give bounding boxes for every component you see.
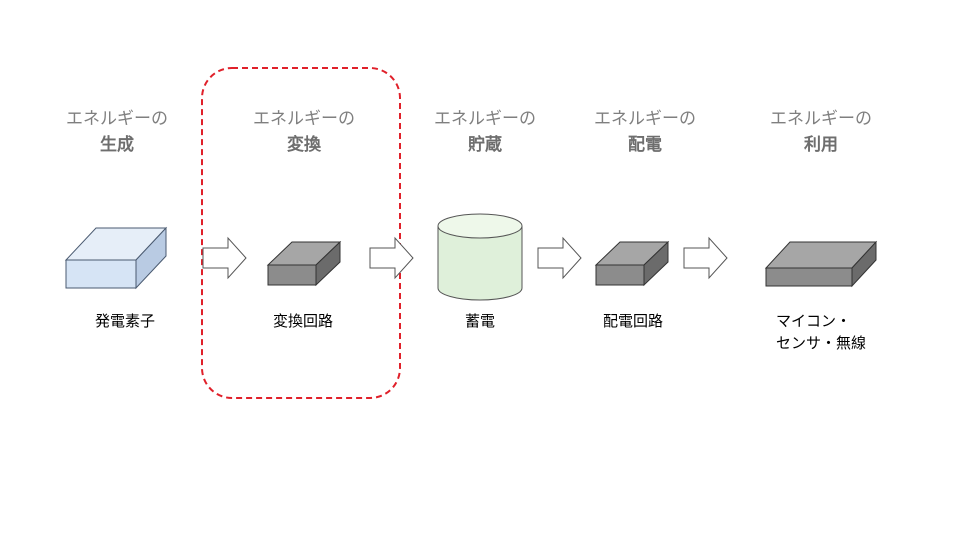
stage-title-distribution: エネルギーの 配電	[565, 106, 725, 158]
stage-prefix: エネルギーの	[594, 109, 696, 129]
stage-title-conversion: エネルギーの 変換	[224, 106, 384, 158]
stage-title-generation: エネルギーの 生成	[37, 106, 197, 158]
arrow-2	[369, 236, 414, 280]
stage-name: 貯蔵	[468, 135, 502, 155]
stage-title-storage: エネルギーの 貯蔵	[405, 106, 565, 158]
stage-prefix: エネルギーの	[770, 109, 872, 129]
arrow-1	[202, 236, 247, 280]
stage-prefix: エネルギーの	[253, 109, 355, 129]
conversion-box	[266, 240, 342, 287]
stage-name: 生成	[100, 135, 134, 155]
component-label-usage-line2: センサ・無線	[776, 334, 867, 352]
stage-title-usage: エネルギーの 利用	[741, 106, 901, 158]
generation-box	[64, 226, 168, 290]
stage-prefix: エネルギーの	[434, 109, 536, 129]
stage-prefix: エネルギーの	[66, 109, 168, 129]
distribution-box	[594, 240, 670, 287]
component-label-distribution: 配電回路	[602, 312, 663, 330]
component-label-generation: 発電素子	[94, 312, 155, 330]
highlight-frame	[201, 67, 401, 399]
component-label-usage-line1: マイコン・	[776, 312, 852, 330]
arrow-4	[683, 236, 728, 280]
stage-name: 変換	[287, 135, 321, 155]
arrow-3	[537, 236, 582, 280]
component-label-conversion: 変換回路	[272, 312, 333, 330]
stage-name: 配電	[628, 135, 662, 155]
storage-cylinder	[437, 213, 523, 301]
component-label-storage: 蓄電	[464, 312, 495, 330]
stage-name: 利用	[804, 135, 838, 155]
usage-box	[764, 240, 878, 288]
component-label-usage: マイコン・ センサ・無線	[760, 310, 890, 354]
